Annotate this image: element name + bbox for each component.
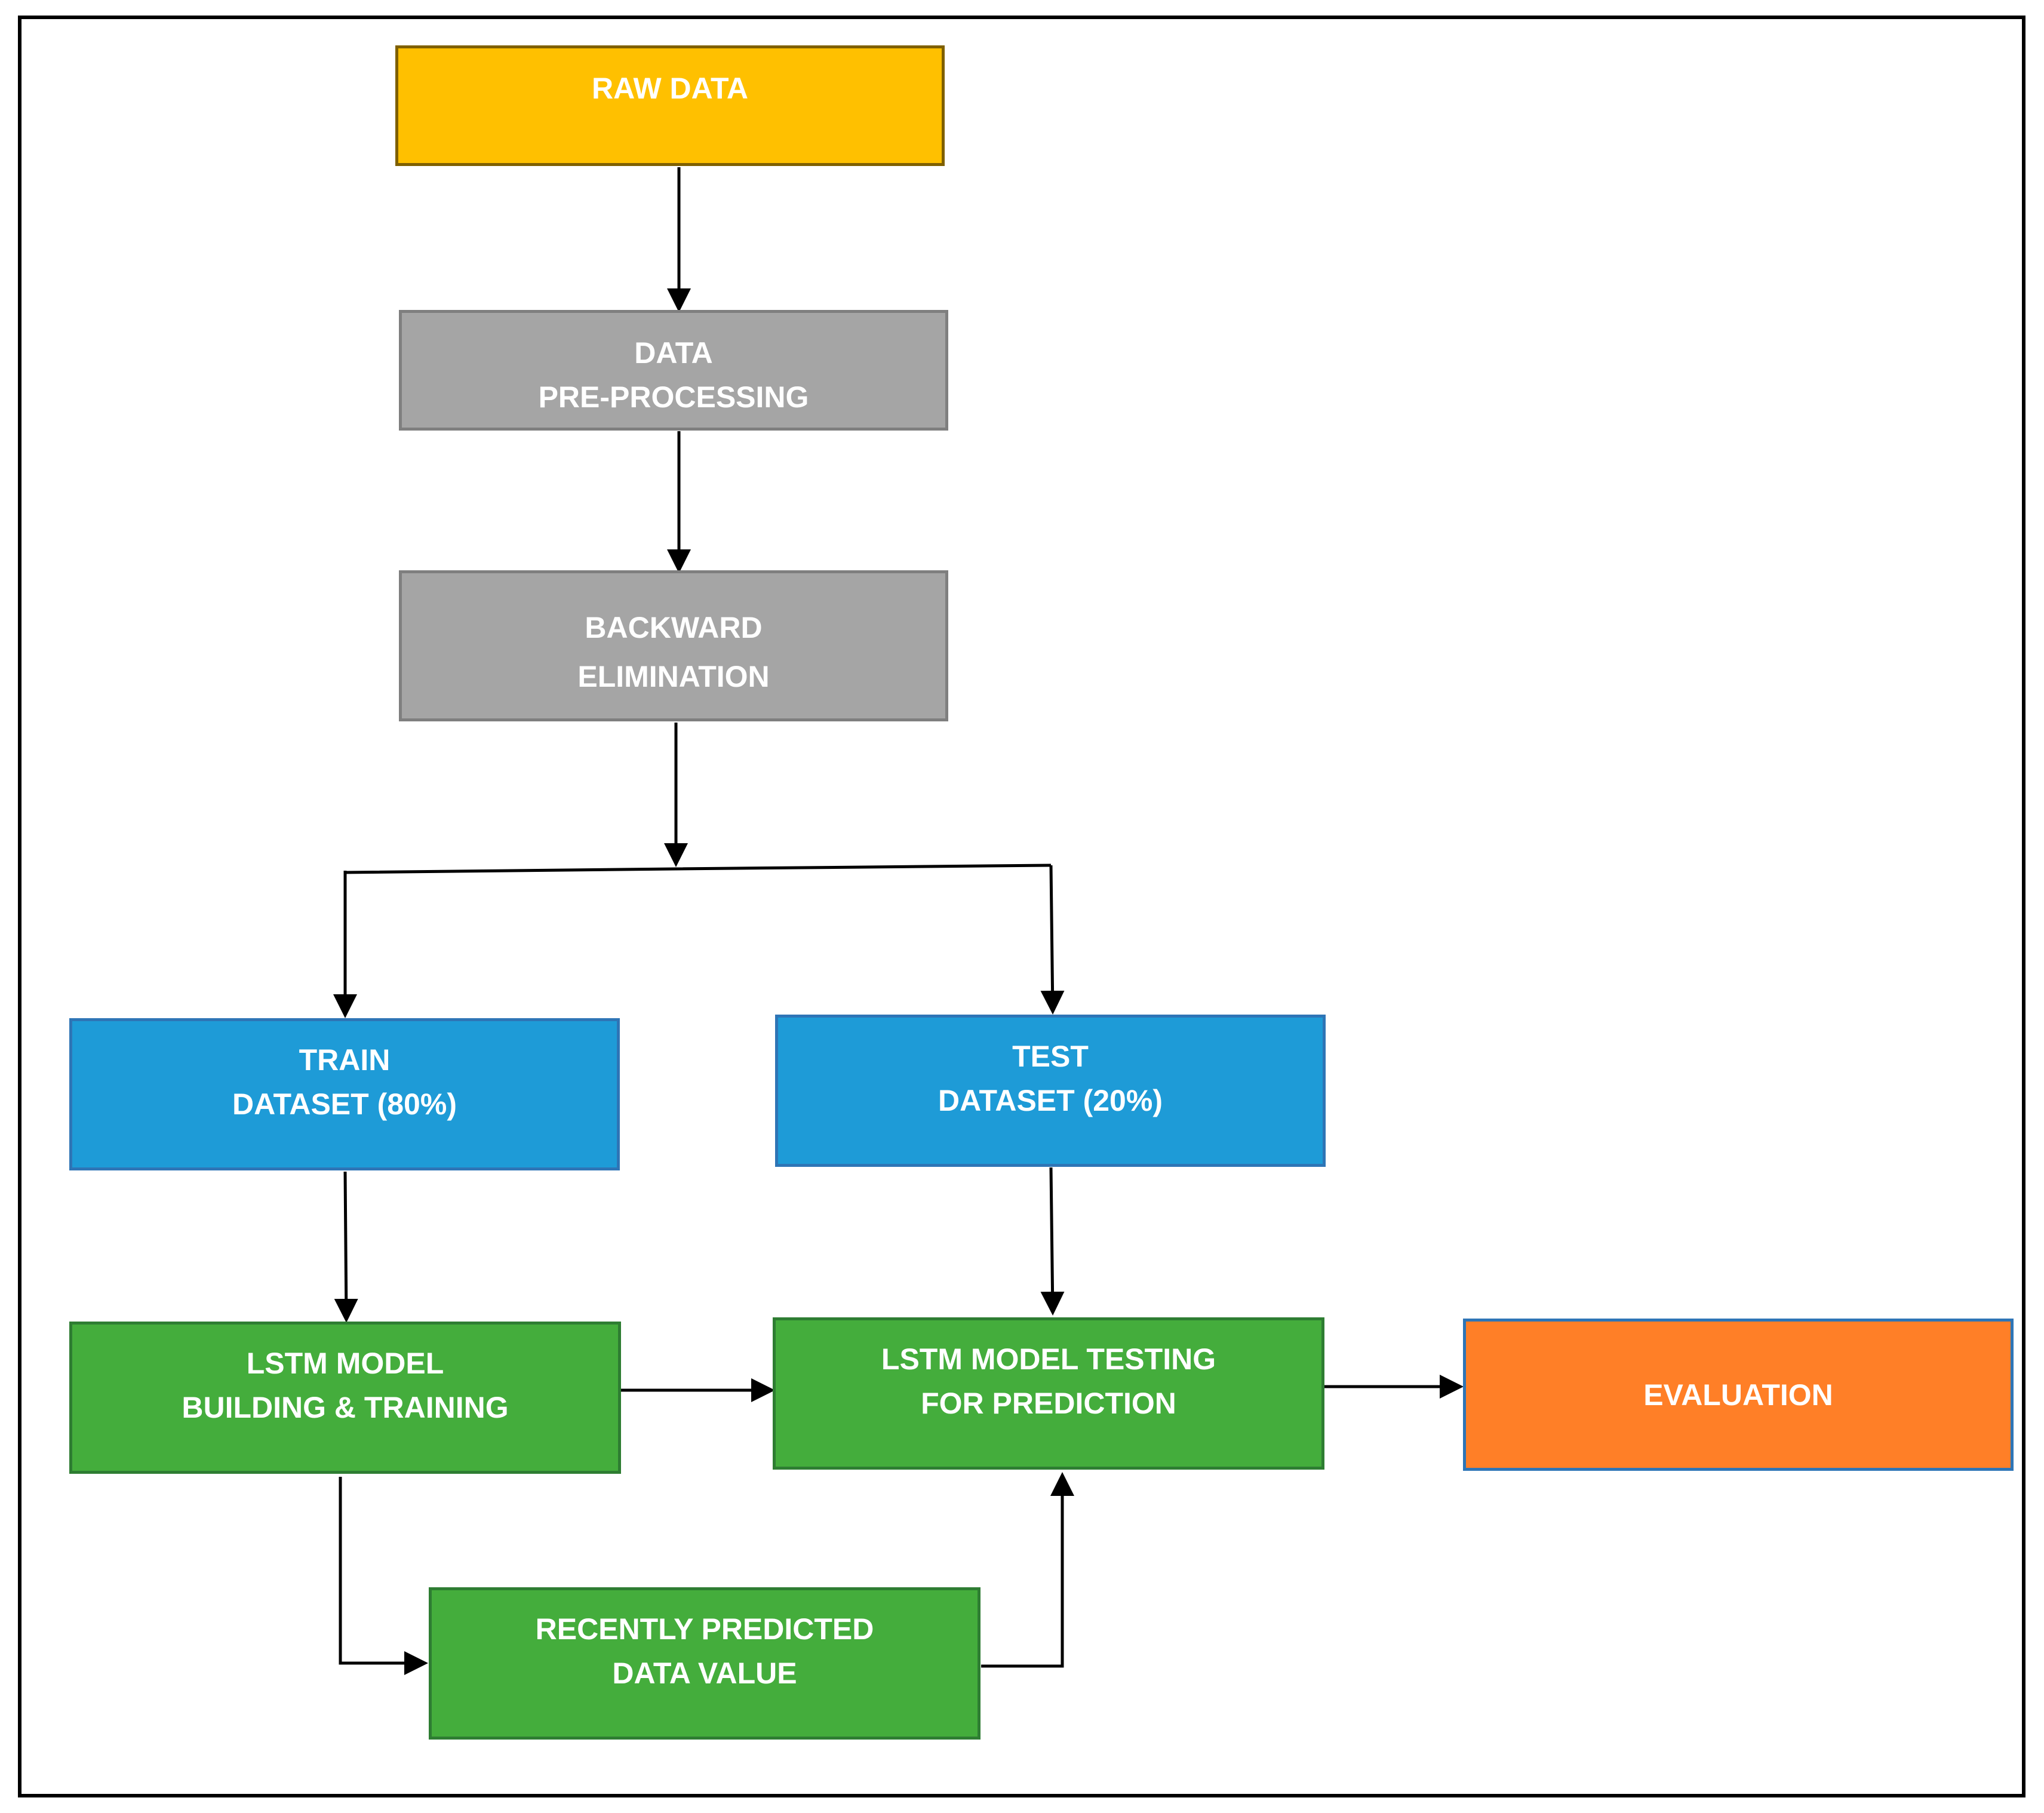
node-lstm-model-building: LSTM MODEL BUILDING & TRAINING (69, 1322, 621, 1474)
node-recently-predicted-line1: RECENTLY PREDICTED (535, 1612, 874, 1646)
node-train-dataset: TRAIN DATASET (80%) (69, 1018, 620, 1170)
node-raw-data: RAW DATA (395, 45, 945, 166)
node-backward-elimination-line1: BACKWARD (585, 611, 763, 644)
node-backward-elimination-line2: ELIMINATION (577, 660, 770, 693)
node-data-preprocessing-line1: DATA (634, 336, 713, 370)
node-recently-predicted-line2: DATA VALUE (612, 1657, 797, 1690)
edge-split-bar (343, 864, 1052, 874)
node-test-dataset-line1: TEST (1012, 1040, 1089, 1073)
node-data-preprocessing-line2: PRE-PROCESSING (538, 380, 809, 414)
node-raw-data-label: RAW DATA (592, 72, 748, 105)
edge-train-to-building (334, 1171, 358, 1323)
node-recently-predicted: RECENTLY PREDICTED DATA VALUE (429, 1587, 980, 1740)
edge-predicted-to-testing (981, 1472, 1074, 1668)
node-lstm-model-building-line1: LSTM MODEL (246, 1347, 444, 1380)
node-evaluation-label: EVALUATION (1643, 1378, 1833, 1412)
node-lstm-model-testing: LSTM MODEL TESTING FOR PREDICTION (773, 1317, 1324, 1470)
node-lstm-model-building-line2: BUILDING & TRAINING (182, 1391, 509, 1424)
diagram-frame (18, 16, 2025, 1797)
node-train-dataset-line1: TRAIN (299, 1043, 391, 1077)
node-data-preprocessing: DATA PRE-PROCESSING (399, 310, 948, 431)
node-train-dataset-line2: DATASET (80%) (232, 1087, 457, 1121)
node-test-dataset-line2: DATASET (20%) (938, 1084, 1163, 1117)
node-test-dataset: TEST DATASET (20%) (775, 1015, 1326, 1167)
edge-test-to-testing (1040, 1167, 1065, 1316)
node-lstm-model-testing-line2: FOR PREDICTION (921, 1387, 1176, 1420)
edge-split-to-test (1040, 865, 1065, 1015)
node-evaluation: EVALUATION (1463, 1319, 2014, 1471)
node-lstm-model-testing-line1: LSTM MODEL TESTING (881, 1342, 1216, 1376)
edge-building-to-predicted (339, 1477, 428, 1675)
node-backward-elimination: BACKWARD ELIMINATION (399, 570, 948, 721)
